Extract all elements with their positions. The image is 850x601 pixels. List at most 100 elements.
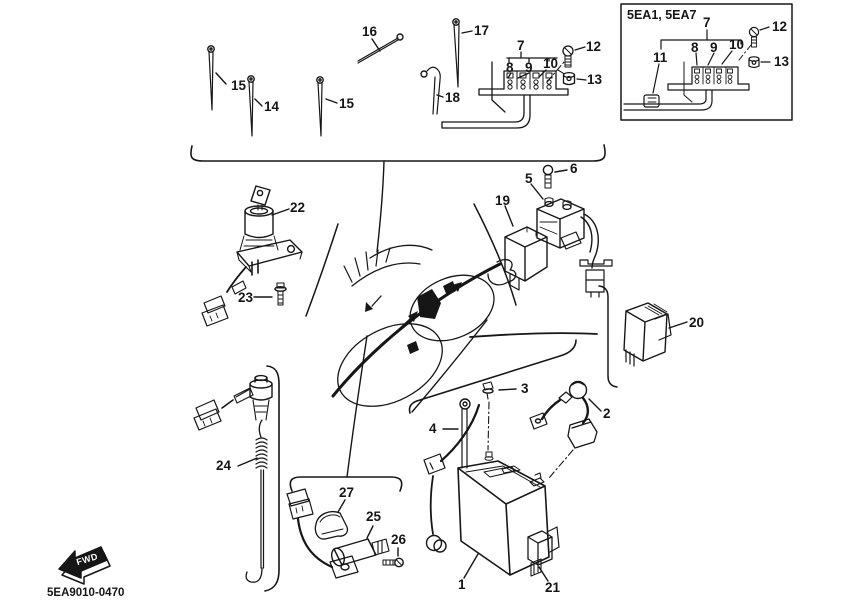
callout-labels: 15 14 16 15 17 18 7 8 9 10 12 13 22 23 5… xyxy=(216,23,704,595)
screw-12-drawing xyxy=(562,45,586,68)
inset-screw-12 xyxy=(748,26,770,48)
fuse-callout-bracket xyxy=(506,51,558,63)
group-ignition-switch xyxy=(201,185,303,327)
starter-relay-wire xyxy=(580,213,599,269)
callout-1: 1 xyxy=(458,577,466,592)
callout-20: 20 xyxy=(689,315,704,330)
callout-4: 4 xyxy=(429,421,437,436)
inset-callout-13: 13 xyxy=(774,54,790,69)
group-rectifier-20 xyxy=(598,285,688,388)
inset-callout-12: 12 xyxy=(772,19,787,34)
band-14-drawing xyxy=(247,75,263,137)
screw-26-drawing xyxy=(382,557,404,568)
group-fuse-assembly xyxy=(441,45,587,129)
rectifier-bracket-line xyxy=(598,285,618,388)
callout-14: 14 xyxy=(264,99,280,114)
callout-12: 12 xyxy=(586,39,601,54)
switch-connector xyxy=(201,295,229,327)
battery-group-bracket xyxy=(408,339,577,414)
bolt-23-drawing xyxy=(253,282,287,306)
inset-callout-8: 8 xyxy=(691,40,699,55)
callout-3: 3 xyxy=(521,381,529,396)
band-15b-drawing xyxy=(316,76,338,137)
lead-2-cover xyxy=(567,418,598,449)
inset-lead-wire xyxy=(623,89,713,111)
battery-terminal xyxy=(529,472,545,487)
callout-10: 10 xyxy=(543,56,558,71)
battery-body xyxy=(457,460,550,576)
group-sidestand-switch xyxy=(193,365,280,592)
group-cable-ties xyxy=(207,18,473,137)
inset-callout-11: 11 xyxy=(653,50,668,65)
clamp-27-drawing xyxy=(314,510,349,540)
fwd-icon: FWD xyxy=(58,546,111,585)
callout-19: 19 xyxy=(495,193,510,208)
group-frame-sketch xyxy=(305,203,598,413)
leader-to-ignition xyxy=(305,223,339,317)
starter-relay-body xyxy=(536,198,585,249)
inset-callout-10: 10 xyxy=(729,37,744,52)
inset-fuse-holder xyxy=(667,66,750,91)
relay-19-body xyxy=(504,226,548,282)
inset-connector-11 xyxy=(643,94,660,108)
callout-9: 9 xyxy=(525,60,533,75)
band-17-drawing xyxy=(452,18,473,88)
divider-bracket xyxy=(264,365,280,592)
oil-switch-wire xyxy=(296,517,334,569)
group-main-bracket xyxy=(190,144,606,253)
lead-2-boot xyxy=(568,380,588,400)
callout-7: 7 xyxy=(517,38,525,53)
switch-spring xyxy=(255,437,268,469)
inset-nut-13 xyxy=(748,56,771,69)
group-oil-switch xyxy=(286,488,404,579)
sidestand-connector xyxy=(193,399,222,431)
callout-27: 27 xyxy=(339,485,354,500)
fwd-arrow-shape xyxy=(58,546,108,579)
group-relay-19 xyxy=(504,205,548,291)
callout-23: 23 xyxy=(238,290,254,305)
callout-24: 24 xyxy=(216,458,232,473)
fuse-lead-wire xyxy=(441,94,531,129)
callout-15a: 15 xyxy=(231,78,247,93)
inset-border xyxy=(620,3,793,121)
group-battery xyxy=(408,339,577,582)
band-16-drawing xyxy=(357,33,404,64)
inset-callout-9: 9 xyxy=(710,40,718,55)
callout-8: 8 xyxy=(506,60,514,75)
switch-25-body xyxy=(333,538,377,566)
callout-5: 5 xyxy=(525,171,533,186)
callout-13: 13 xyxy=(587,72,603,87)
band-15a-drawing xyxy=(207,45,227,111)
group-bottom-bracket xyxy=(289,335,403,492)
relay-21-drawing xyxy=(527,526,560,582)
callout-6: 6 xyxy=(570,161,578,176)
key-drawing xyxy=(250,185,271,206)
inset-callout-7: 7 xyxy=(703,15,711,30)
harness-connectors xyxy=(365,281,462,354)
nut-13-drawing xyxy=(562,71,587,86)
starter-relay-connector xyxy=(585,269,605,298)
bolt-6-drawing xyxy=(542,164,568,189)
callout-2: 2 xyxy=(603,406,611,421)
callout-17: 17 xyxy=(474,23,489,38)
harness-wires xyxy=(343,247,391,283)
callout-25: 25 xyxy=(366,509,382,524)
inset-title: 5EA1, 5EA7 xyxy=(627,8,697,22)
inset-labels: 5EA1, 5EA7 7 8 9 10 11 12 13 xyxy=(627,8,790,69)
group-starter-relay xyxy=(530,164,613,298)
callout-15b: 15 xyxy=(339,96,355,111)
band-18-drawing xyxy=(420,66,444,115)
oil-switch-connector xyxy=(286,488,314,520)
bolt-3-drawing xyxy=(482,381,517,400)
callout-22: 22 xyxy=(290,200,305,215)
callout-16: 16 xyxy=(362,24,378,39)
callout-26: 26 xyxy=(391,532,407,547)
negative-lead-wire xyxy=(439,403,481,463)
switch-base-plate xyxy=(236,239,303,267)
part-code: 5EA9010-0470 xyxy=(47,587,124,599)
location-arrows xyxy=(371,288,457,331)
leader-to-right xyxy=(473,203,517,306)
group-battery-lead-2 xyxy=(529,380,602,479)
